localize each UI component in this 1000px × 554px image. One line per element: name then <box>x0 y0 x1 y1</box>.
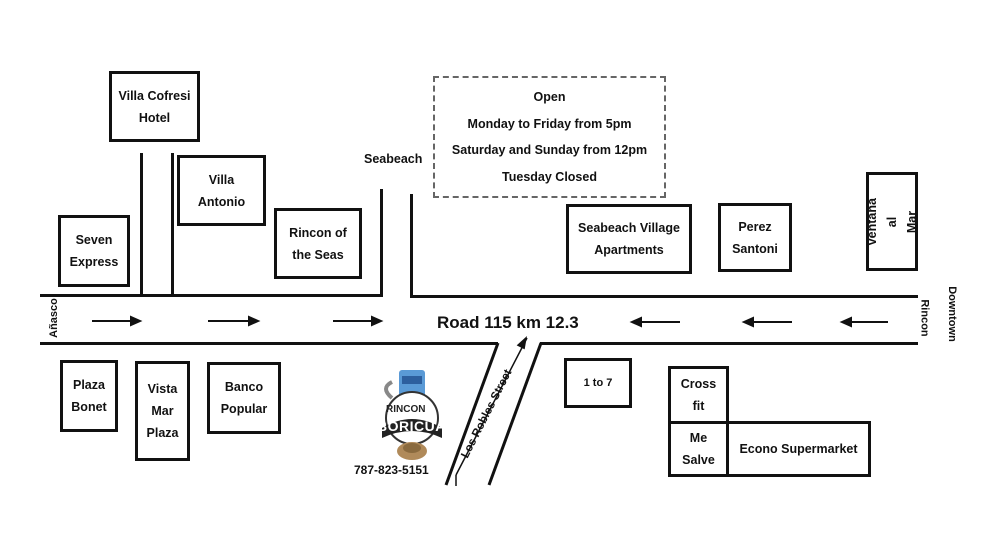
hours-open: Open <box>533 90 566 105</box>
logo-boricua-text: BORICUA <box>377 418 446 434</box>
road-bottom-edge-right <box>540 342 918 345</box>
building-rincon-seas: Rincon of the Seas <box>274 208 362 279</box>
street-line-cofresi-right <box>171 153 174 296</box>
hours-weekdays: Monday to Friday from 5pm <box>467 116 632 131</box>
building-ventana-mar: Ventana al Mar <box>865 172 919 271</box>
hours-closed: Tuesday Closed <box>502 169 597 184</box>
building-perez-santoni: Perez Santoni <box>718 203 792 272</box>
ventana-mar-label: Ventana al Mar <box>865 197 919 246</box>
street-line-cofresi-left <box>140 153 143 296</box>
seabeach-label: Seabeach <box>364 152 423 166</box>
street-line-seabeach <box>410 194 413 297</box>
opening-hours-box: Open Monday to Friday from 5pm Saturday … <box>433 76 666 198</box>
building-vista-mar: Vista Mar Plaza <box>135 361 190 461</box>
downtown-label: Downtown <box>945 286 958 342</box>
bar-cup-icon <box>382 370 442 460</box>
building-banco-popular: Banco Popular <box>207 362 281 434</box>
rincon-direction-label: Rincon <box>918 299 931 337</box>
building-plaza-bonet: Plaza Bonet <box>60 360 118 432</box>
logo-rincon-text: RINCON <box>386 404 426 415</box>
building-me-salve: Me Salve <box>668 421 729 477</box>
building-seven-express: Seven Express <box>58 215 130 287</box>
building-econo-supermarket: Econo Supermarket <box>726 421 871 477</box>
building-villa-cofresi: Villa Cofresi Hotel <box>109 71 200 142</box>
building-one-to-seven: 1 to 7 <box>564 358 632 408</box>
building-villa-antonio: Villa Antonio <box>177 155 266 226</box>
road-top-edge-left <box>40 294 383 297</box>
hours-weekend: Saturday and Sunday from 12pm <box>451 143 648 158</box>
building-seabeach-village: Seabeach Village Apartments <box>566 204 692 274</box>
street-line-seas <box>380 189 383 296</box>
road-top-edge-right <box>410 295 918 298</box>
phone-number: 787-823-5151 <box>354 463 429 477</box>
road-bottom-edge-left <box>40 342 498 345</box>
building-cross-fit: Cross fit <box>668 366 729 424</box>
road-title: Road 115 km 12.3 <box>437 313 579 332</box>
anasco-label: Añasco <box>47 298 60 338</box>
